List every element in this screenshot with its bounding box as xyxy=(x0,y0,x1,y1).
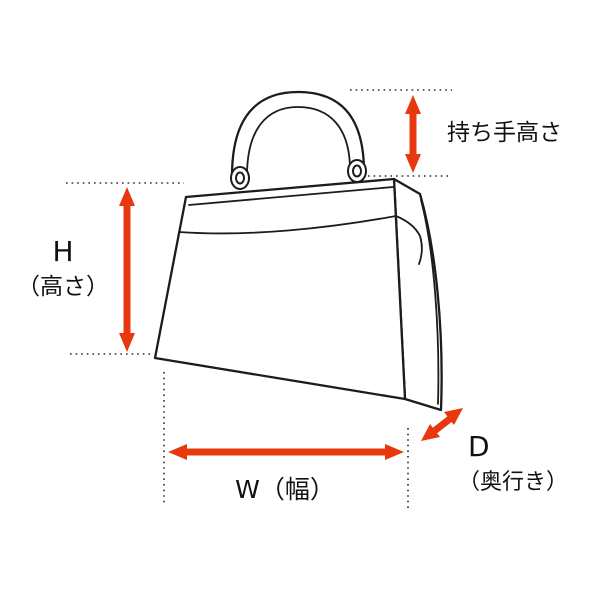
handbag-illustration xyxy=(153,90,443,412)
handle-fitting-right-inner xyxy=(352,164,362,178)
height-arrow xyxy=(119,187,135,352)
bag-handle-inner xyxy=(246,106,351,177)
depth-caption-label: （奥行き） xyxy=(458,470,568,495)
bag-flap-side-wrap xyxy=(395,215,423,265)
depth-arrow xyxy=(421,408,463,441)
bag-gusset-fold xyxy=(420,199,440,405)
height-caption-label: （高さ） xyxy=(17,274,109,300)
bag-frame-line xyxy=(188,186,394,206)
bag-flap-edge xyxy=(178,215,397,235)
width-arrow xyxy=(168,444,404,460)
handle-height-arrow xyxy=(405,95,421,173)
depth-letter-label: D xyxy=(468,430,490,463)
height-letter-label: H xyxy=(52,235,73,268)
bag-front-panel xyxy=(153,177,407,401)
width-label: W（幅） xyxy=(235,475,335,504)
guide-lines xyxy=(66,89,452,508)
handle-height-label: 持ち手高さ xyxy=(447,120,562,146)
handle-fitting-left-inner xyxy=(235,171,245,185)
bag-handle-outer xyxy=(230,90,366,178)
